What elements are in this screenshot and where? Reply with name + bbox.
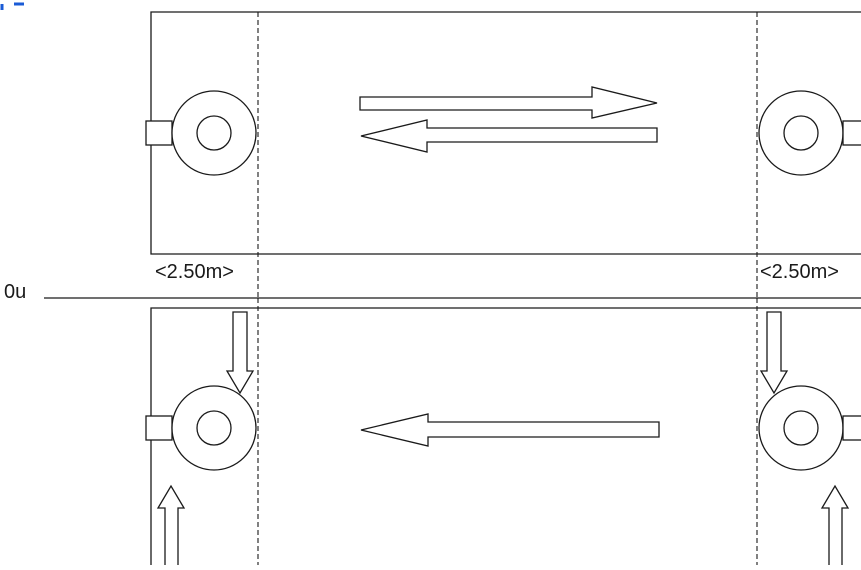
arrow-right-icon	[359, 86, 658, 119]
dimension-label-left: <2.50m>	[155, 261, 234, 283]
arrow-down-icon	[225, 311, 255, 395]
arrow-up-icon	[820, 484, 850, 566]
dimension-label-right: <2.50m>	[760, 261, 839, 283]
motor-housing-icon	[842, 120, 861, 146]
link-fragment	[0, 2, 24, 10]
motor-housing-icon	[842, 415, 861, 441]
arrow-left-icon	[360, 413, 660, 447]
pulley-hub-icon	[783, 115, 819, 151]
pulley-hub-icon	[196, 115, 232, 151]
bottom-panel-frame	[150, 307, 861, 565]
bottom-right-pulley	[758, 385, 861, 471]
level-line-group: 0u	[4, 281, 861, 303]
arrow-up-icon	[156, 484, 186, 566]
pulley-hub-icon	[783, 410, 819, 446]
bottom-panel	[145, 298, 861, 566]
top-left-pulley	[145, 90, 257, 176]
motor-housing-icon	[145, 120, 173, 146]
arrow-left-icon	[360, 119, 658, 153]
top-right-pulley	[758, 90, 861, 176]
bottom-left-pulley	[145, 385, 257, 471]
top-panel	[145, 11, 861, 298]
pulley-hub-icon	[196, 410, 232, 446]
motor-housing-icon	[145, 415, 173, 441]
level-label: 0u	[4, 281, 26, 303]
arrow-down-icon	[759, 311, 789, 395]
